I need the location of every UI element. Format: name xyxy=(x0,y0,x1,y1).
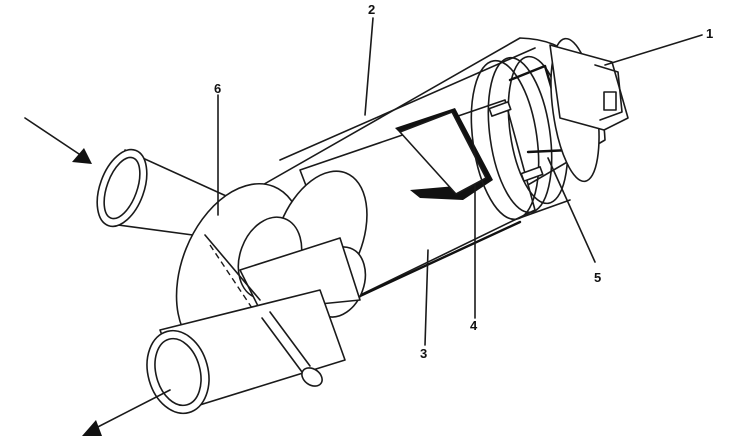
electrical-connector xyxy=(549,37,629,183)
callout-6: 6 xyxy=(214,81,221,96)
spring-rings xyxy=(470,55,582,221)
callout-5: 5 xyxy=(594,270,601,285)
outlet-flow-arrow xyxy=(82,389,171,436)
callout-2: 2 xyxy=(368,2,375,17)
outlet-pipe xyxy=(146,289,346,415)
callout-1: 1 xyxy=(706,26,713,41)
leader-lines xyxy=(217,17,703,346)
callout-3: 3 xyxy=(420,346,427,361)
adjusting-screw xyxy=(261,311,323,387)
inlet-flow-arrow xyxy=(24,117,92,164)
valve-plunger xyxy=(204,216,367,321)
callout-4: 4 xyxy=(470,318,478,333)
coil-window xyxy=(395,108,493,200)
